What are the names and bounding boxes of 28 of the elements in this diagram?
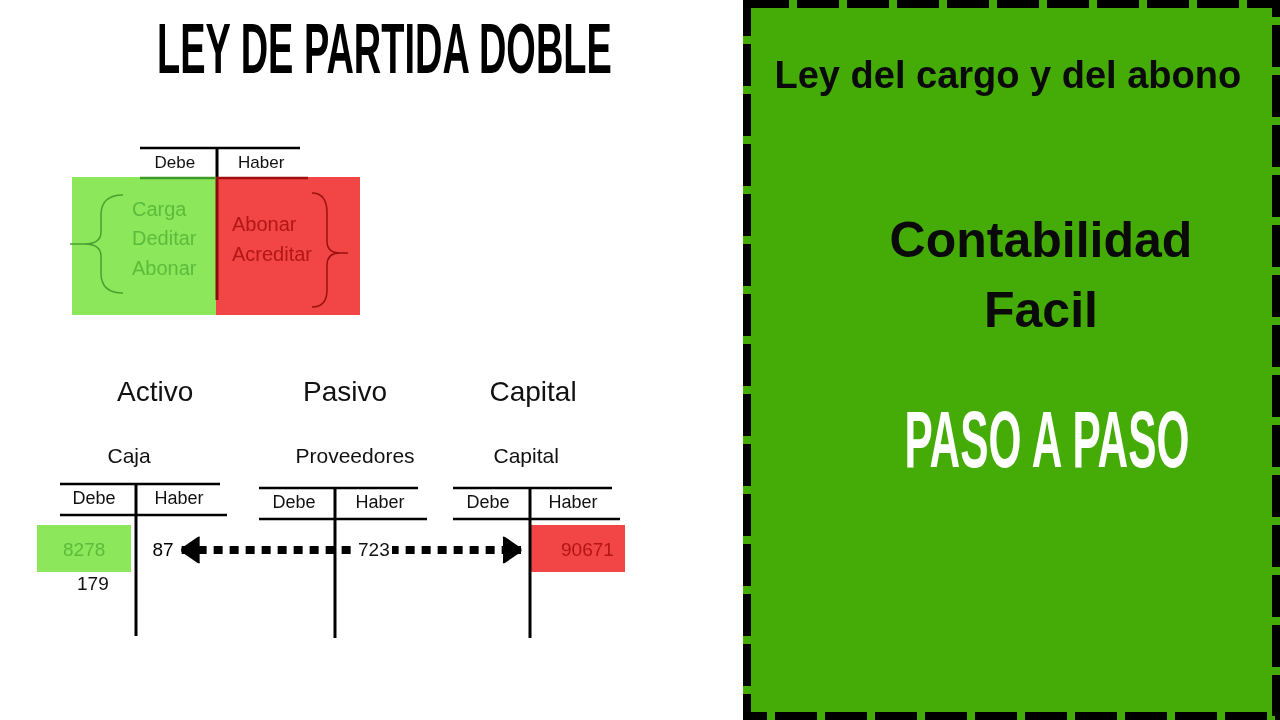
column-heading: Haber <box>355 492 405 514</box>
category-label: Activo <box>117 375 194 409</box>
column-heading: Haber <box>154 488 204 510</box>
column-heading: Debe <box>272 492 316 514</box>
debit-side-panel <box>72 177 216 315</box>
category-label: Pasivo <box>303 375 388 409</box>
account-name: Capital <box>493 442 559 468</box>
amount-text: 179 <box>77 572 109 596</box>
subtitle-text: Ley del cargo y del abono <box>774 53 1242 98</box>
banner-text: PASO A PASO <box>904 400 1190 480</box>
account-name: Proveedores <box>295 442 415 468</box>
entry-term: Abonar <box>232 212 297 236</box>
category-label: Capital <box>489 375 577 409</box>
credit-amount-cell <box>531 525 625 572</box>
page-title: LEY DE PARTIDA DOBLE <box>156 14 612 84</box>
column-heading: Debe <box>72 488 116 510</box>
heading-text: Contabilidad Facil <box>888 211 1194 340</box>
column-heading: Debe <box>154 153 196 174</box>
credit-side-panel <box>216 177 360 315</box>
column-heading: Haber <box>238 153 285 174</box>
entry-term: Acreditar <box>232 242 313 266</box>
column-heading: Haber <box>548 492 598 514</box>
account-name: Caja <box>107 442 151 468</box>
debit-amount-cell <box>37 525 131 572</box>
column-heading: Debe <box>466 492 510 514</box>
amount-text: 87 <box>152 538 174 562</box>
amount-text: 90671 <box>561 538 614 562</box>
dashed-border-panel <box>743 0 1280 720</box>
